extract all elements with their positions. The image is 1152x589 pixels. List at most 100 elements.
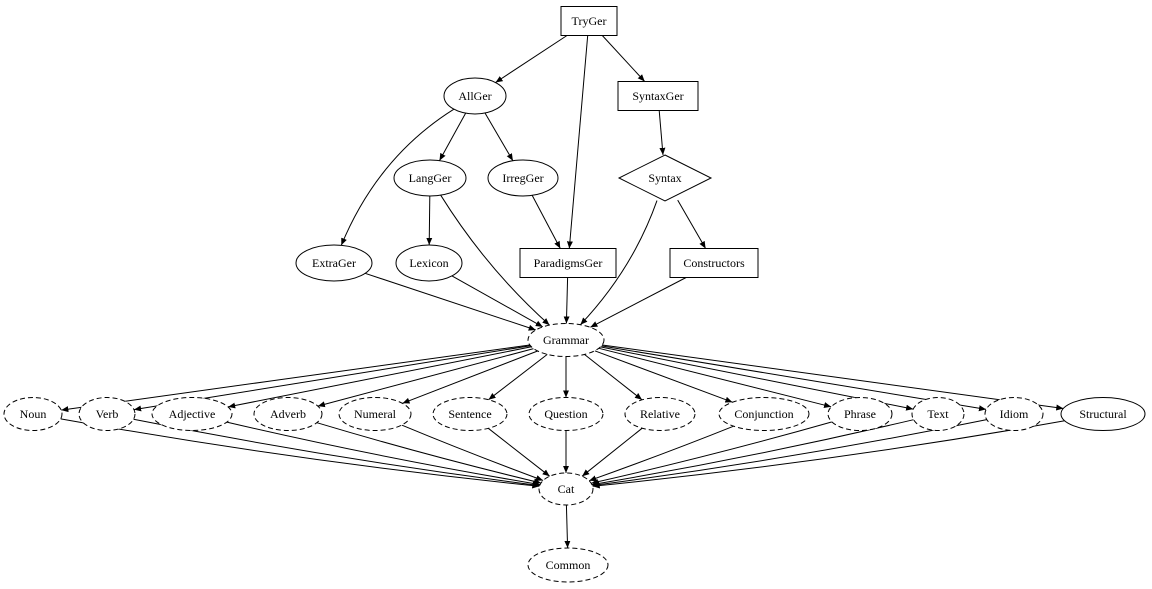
node-Sentence: Sentence bbox=[432, 397, 508, 431]
edge-Cat-to-Common bbox=[564, 504, 571, 549]
Cat-label: Cat bbox=[558, 482, 575, 496]
Phrase-label: Phrase bbox=[844, 407, 876, 421]
Noun-shape bbox=[3, 397, 63, 431]
node-IrregGer: IrregGer bbox=[487, 159, 559, 197]
AllGer-shape bbox=[443, 77, 507, 115]
Common-shape bbox=[527, 547, 609, 583]
Numeral-shape bbox=[338, 397, 412, 431]
Phrase-shape bbox=[827, 397, 893, 431]
edge-ParadigmsGer-to-Grammar bbox=[563, 277, 570, 324]
edge-Grammar-to-Noun bbox=[61, 344, 530, 413]
Noun-label: Noun bbox=[20, 407, 47, 421]
Lexicon-shape bbox=[395, 244, 463, 282]
Sentence-shape bbox=[432, 397, 508, 431]
Adjective-label: Adjective bbox=[169, 407, 216, 421]
TryGer-label: TryGer bbox=[572, 14, 607, 28]
edge-Noun-to-Cat bbox=[60, 418, 540, 489]
node-Numeral: Numeral bbox=[338, 397, 412, 431]
edge-LangGer-to-Lexicon bbox=[426, 195, 433, 246]
SyntaxGer-label: SyntaxGer bbox=[632, 89, 683, 103]
edge-SyntaxGer-to-Syntax bbox=[658, 110, 666, 156]
edge-ExtraGer-to-Grammar bbox=[364, 272, 536, 331]
Structural-label: Structural bbox=[1079, 407, 1127, 421]
Adverb-label: Adverb bbox=[270, 407, 306, 421]
Structural-shape bbox=[1060, 397, 1146, 431]
edge-TryGer-to-ParadigmsGer bbox=[566, 35, 589, 249]
IrregGer-shape bbox=[487, 159, 559, 197]
Constructors-label: Constructors bbox=[683, 256, 745, 270]
Question-shape bbox=[528, 397, 604, 431]
Lexicon-label: Lexicon bbox=[409, 256, 448, 270]
node-SyntaxGer: SyntaxGer bbox=[617, 81, 699, 111]
edge-IrregGer-to-ParadigmsGer bbox=[531, 195, 561, 249]
edge-Syntax-to-Grammar bbox=[580, 200, 658, 326]
TryGer-shape bbox=[560, 6, 618, 36]
edge-Phrase-to-Cat bbox=[591, 421, 833, 485]
Grammar-label: Grammar bbox=[543, 333, 589, 347]
node-Verb: Verb bbox=[78, 397, 136, 431]
edges-layer bbox=[60, 35, 1065, 549]
Text-shape bbox=[911, 397, 965, 431]
edge-Grammar-to-Numeral bbox=[402, 350, 538, 404]
edge-AllGer-to-IrregGer bbox=[484, 112, 514, 162]
node-Constructors: Constructors bbox=[669, 248, 759, 278]
ExtraGer-label: ExtraGer bbox=[312, 256, 356, 270]
node-Relative: Relative bbox=[624, 397, 696, 431]
edge-Grammar-to-Relative bbox=[584, 354, 643, 401]
Conjunction-shape bbox=[718, 397, 810, 431]
LangGer-label: LangGer bbox=[409, 171, 452, 185]
edge-Lexicon-to-Grammar bbox=[451, 275, 544, 328]
ExtraGer-shape bbox=[295, 244, 373, 282]
Syntax-shape bbox=[617, 154, 713, 202]
edge-Grammar-to-Adverb bbox=[317, 348, 534, 408]
node-Question: Question bbox=[528, 397, 604, 431]
node-Phrase: Phrase bbox=[827, 397, 893, 431]
Constructors-shape bbox=[669, 248, 759, 278]
edge-TryGer-to-SyntaxGer bbox=[601, 35, 646, 82]
Question-label: Question bbox=[544, 407, 587, 421]
IrregGer-label: IrregGer bbox=[502, 171, 543, 185]
edge-Structural-to-Cat bbox=[592, 420, 1065, 489]
node-Adjective: Adjective bbox=[151, 397, 233, 431]
edge-AllGer-to-LangGer bbox=[439, 112, 467, 161]
Adjective-shape bbox=[151, 397, 233, 431]
edge-Conjunction-to-Cat bbox=[588, 425, 734, 482]
edge-Numeral-to-Cat bbox=[401, 424, 544, 481]
edge-Relative-to-Cat bbox=[581, 427, 643, 477]
Common-label: Common bbox=[546, 558, 591, 572]
Conjunction-label: Conjunction bbox=[734, 407, 793, 421]
edge-TryGer-to-AllGer bbox=[495, 35, 568, 83]
ParadigmsGer-label: ParadigmsGer bbox=[534, 256, 603, 270]
edge-LangGer-to-Grammar bbox=[440, 194, 550, 326]
node-Noun: Noun bbox=[3, 397, 63, 431]
edge-Syntax-to-Constructors bbox=[677, 199, 707, 249]
node-Idiom: Idiom bbox=[984, 397, 1044, 431]
LangGer-shape bbox=[393, 159, 467, 197]
Verb-shape bbox=[78, 397, 136, 431]
Relative-label: Relative bbox=[640, 407, 680, 421]
node-Common: Common bbox=[527, 547, 609, 583]
Verb-label: Verb bbox=[96, 407, 119, 421]
node-ExtraGer: ExtraGer bbox=[295, 244, 373, 282]
node-Cat: Cat bbox=[538, 472, 594, 506]
Idiom-label: Idiom bbox=[1000, 407, 1029, 421]
edge-Adverb-to-Cat bbox=[316, 422, 542, 485]
AllGer-label: AllGer bbox=[458, 89, 491, 103]
edge-Grammar-to-Phrase bbox=[598, 347, 832, 408]
node-Adverb: Adverb bbox=[253, 397, 323, 431]
edge-Grammar-to-Sentence bbox=[488, 354, 548, 401]
ParadigmsGer-shape bbox=[519, 248, 617, 278]
node-AllGer: AllGer bbox=[443, 77, 507, 115]
Syntax-label: Syntax bbox=[648, 171, 681, 185]
edge-Grammar-to-Adjective bbox=[228, 346, 532, 409]
Sentence-label: Sentence bbox=[448, 407, 491, 421]
edge-Adjective-to-Cat bbox=[226, 421, 541, 487]
node-Conjunction: Conjunction bbox=[718, 397, 810, 431]
Grammar-shape bbox=[527, 323, 605, 357]
Numeral-label: Numeral bbox=[354, 407, 397, 421]
Adverb-shape bbox=[253, 397, 323, 431]
node-Grammar: Grammar bbox=[527, 323, 605, 357]
node-Syntax: Syntax bbox=[617, 154, 713, 202]
